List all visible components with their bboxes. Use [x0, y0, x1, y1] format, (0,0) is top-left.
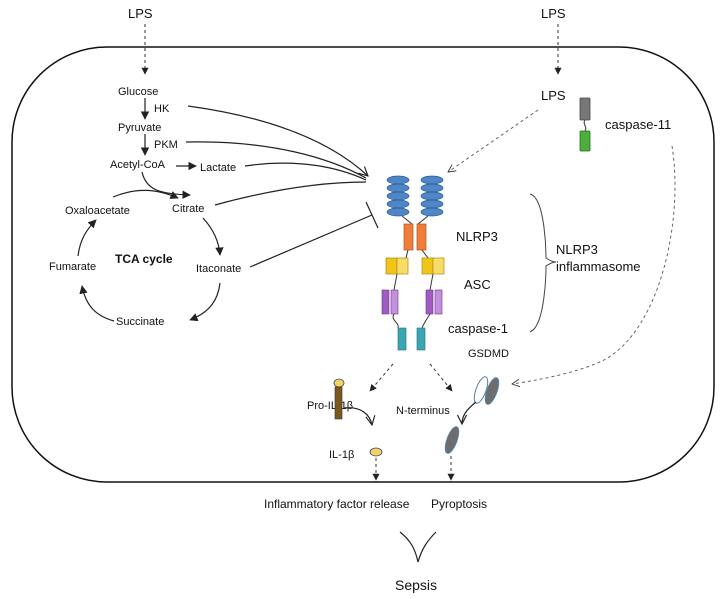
glucose-label: Glucose [118, 86, 158, 98]
casp1-purple-3 [425, 289, 434, 315]
oxaloacetate-to-citrate-arrow [112, 189, 179, 199]
citrate-to-itaconate-arrow [202, 217, 224, 256]
itaconate-to-succinate-arrow [189, 282, 221, 322]
inflammatory-release-label: Inflammatory factor release [264, 497, 410, 511]
sepsis-arrow-right [417, 531, 437, 563]
caspase11-to-gsdmd-arrow [512, 145, 676, 384]
caspase11-green-domain [579, 130, 591, 152]
asc-right-outer [421, 257, 434, 275]
citrate-to-nlrp3-arrow [214, 181, 367, 206]
n-terminus-label: N-terminus [396, 405, 450, 417]
asc-left-inner [396, 257, 409, 275]
itaconate-label: Itaconate [196, 263, 241, 275]
fumarate-to-oxaloacetate-arrow [77, 219, 97, 257]
lactate-label: Lactate [200, 162, 236, 174]
sepsis-arrow-left [399, 531, 419, 563]
glucose-to-nlrp3-arrow [187, 105, 368, 176]
lps-label-right: LPS [541, 6, 566, 21]
nlrp3-nacht-right [416, 223, 427, 251]
pro-il1b-label: Pro-IL-1β [307, 400, 353, 412]
casp1-purple-1 [381, 289, 390, 315]
asc-right-inner [432, 257, 445, 275]
itaconate-inhibition-line [249, 214, 373, 268]
lps-label-inner: LPS [541, 88, 566, 103]
pkm-label: PKM [154, 139, 178, 151]
il1b-label: IL-1β [329, 449, 354, 461]
pyruvate-label: Pyruvate [118, 122, 161, 134]
gsdmd-label: GSDMD [468, 348, 509, 360]
succinate-label: Succinate [116, 316, 164, 328]
casp1-purple-2 [390, 289, 399, 315]
casp1-linker-left [392, 313, 399, 329]
succinate-to-fumarate-arrow [79, 285, 115, 322]
caspase11-linker [583, 119, 587, 132]
casp1-teal-right [416, 327, 426, 351]
lps-label-left: LPS [128, 6, 153, 21]
il1b-shape [369, 447, 383, 457]
casp1-teal-left [397, 327, 407, 351]
lrr-linker-right [417, 215, 429, 225]
asc-left-outer [385, 257, 398, 275]
pyroptosis-label: Pyroptosis [431, 497, 487, 511]
pro-il1b-body [334, 386, 343, 420]
nlrp3-nacht-left [403, 223, 414, 251]
sepsis-label: Sepsis [395, 577, 437, 593]
hk-label: HK [154, 103, 170, 115]
lps-to-nlrp3-arrow [448, 109, 539, 172]
fumarate-label: Fumarate [49, 261, 96, 273]
casp1-to-proil1b-arrow [369, 363, 394, 392]
gsdmd-n-terminus-domain [484, 377, 500, 405]
oxaloacetate-label: Oxaloacetate [65, 205, 130, 217]
gsdmd-c-terminus [473, 376, 489, 404]
pro-il1b-to-il1b-arrow [343, 407, 372, 425]
pyruvate-to-nlrp3-arrow [185, 141, 367, 179]
asc-label: ASC [464, 277, 491, 292]
cell-membrane [11, 46, 715, 483]
acetylcoa-label: Acetyl-CoA [110, 159, 166, 171]
nlrp3-lrr-left [386, 175, 410, 217]
inflammasome-label-1: NLRP3 [556, 242, 598, 257]
nlrp3-lrr-right [420, 175, 444, 217]
pro-il1b-head [333, 378, 345, 388]
inflammasome-label-2: inflammasome [556, 259, 641, 274]
n-terminus-shape [444, 426, 460, 454]
lactate-to-nlrp3-arrow [244, 162, 367, 181]
acetylcoa-to-citrate-arrow [141, 171, 191, 199]
caspase11-label: caspase-11 [605, 117, 671, 132]
caspase1-label: caspase-1 [448, 321, 508, 336]
citrate-label: Citrate [172, 203, 204, 215]
casp1-to-gsdmd-arrow [429, 363, 453, 392]
tca-cycle-label: TCA cycle [115, 252, 173, 266]
casp1-linker-right [421, 313, 431, 329]
lrr-linker-left [401, 215, 413, 225]
nlrp3-label: NLRP3 [456, 229, 498, 244]
caspase11-grey-domain [579, 97, 591, 121]
gsdmd-cleavage-arrow [462, 401, 477, 424]
inhibition-bar [365, 201, 379, 229]
inflammasome-bracket [529, 193, 557, 333]
casp1-purple-4 [434, 289, 443, 315]
